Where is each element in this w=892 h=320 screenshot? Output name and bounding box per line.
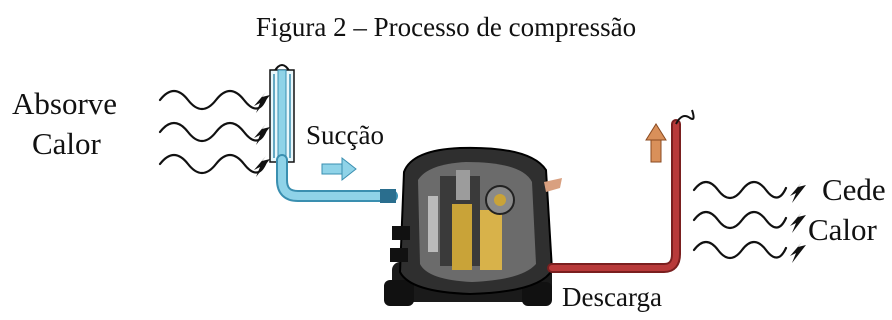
wavy-heat-arrow-icon [692,180,806,203]
absorb-heat-label-line1: Absorve [12,86,117,121]
suction-label: Sucção [306,120,384,150]
wavy-heat-arrow-icon [158,89,270,113]
release-heat-label-line2: Calor [808,212,878,247]
wavy-heat-arrow-icon [692,210,806,233]
release-heat-label-line1: Cede [822,172,886,207]
heat-out-waves [692,180,806,263]
right-arrow-icon [321,156,357,182]
wavy-heat-arrow-icon [158,121,270,145]
absorb-heat-label-line2: Calor [32,126,102,161]
wavy-heat-arrow-icon [692,240,806,263]
figure-caption: Figura 2 – Processo de compressão [256,12,636,42]
discharge-pipe [547,109,695,273]
suction-pipe [269,64,398,203]
wavy-heat-arrow-icon [158,153,270,177]
hermetic-compressor-icon [384,146,562,306]
up-arrow-icon [645,123,667,163]
discharge-label: Descarga [562,282,662,312]
heat-in-waves [158,89,270,177]
